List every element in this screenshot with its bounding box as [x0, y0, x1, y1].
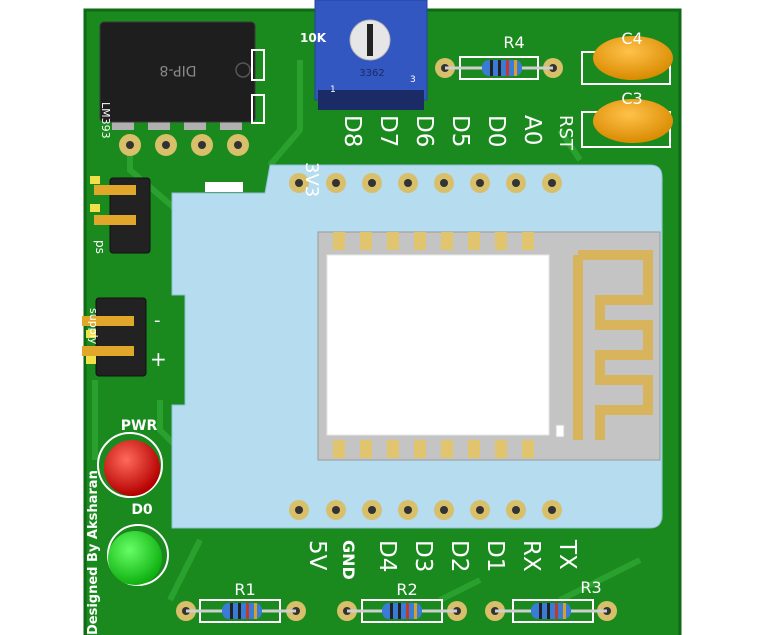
esp-can	[326, 254, 550, 436]
module-top-tab	[205, 182, 243, 192]
esp-pads-top	[333, 232, 534, 250]
antenna-trace	[573, 250, 653, 440]
capacitor-c3	[581, 99, 673, 148]
r4-label: R4	[503, 33, 524, 52]
resistor-r4	[435, 56, 563, 80]
pin-label-top: D8	[339, 115, 365, 147]
r1-label: R1	[234, 580, 255, 599]
pin-label-top: D6	[411, 115, 437, 147]
c3-label: C3	[621, 89, 642, 108]
svg-text:3: 3	[410, 75, 416, 85]
r2-label: R2	[396, 580, 417, 599]
pin-label-bottom: GND	[339, 540, 358, 580]
pin-labels-top: 3V3 D8 D7 D6 D5 D0 A0 RST	[301, 115, 576, 197]
header-holes-bottom	[289, 500, 562, 520]
led-pwr	[97, 432, 163, 498]
c4-label: C4	[621, 29, 642, 48]
pin-header-ps	[90, 176, 151, 254]
header-plus-label: +	[150, 347, 167, 371]
pin-label-bottom: D2	[446, 540, 472, 572]
pin-label-top: 3V3	[301, 162, 322, 197]
pin-label-bottom: RX	[518, 540, 544, 572]
pin-label-top: RST	[555, 115, 576, 151]
header-supply-label: supply	[87, 308, 100, 345]
pin-label-top: D7	[375, 115, 401, 147]
capacitor-c4	[581, 36, 673, 85]
r3-label: R3	[580, 578, 601, 597]
pin-label-bottom: 5V	[304, 540, 330, 571]
led-d0	[107, 524, 169, 586]
pin-label-top: D5	[447, 115, 473, 147]
ic-part-label: LM393	[99, 102, 112, 139]
pin-label-bottom: D1	[482, 540, 508, 572]
esp-status-led	[555, 424, 565, 438]
resistor-r2	[337, 599, 467, 623]
pin-label-bottom: D3	[410, 540, 436, 572]
pin-label-top: D0	[483, 115, 509, 147]
ic-lm393	[99, 21, 265, 156]
pin-label-bottom: D4	[374, 540, 400, 572]
header-minus-label: -	[154, 310, 161, 331]
pot-value-label: 10K	[300, 31, 327, 45]
svg-text:1: 1	[330, 85, 336, 95]
header-holes-top	[289, 173, 562, 193]
led-d0-label: D0	[131, 502, 153, 518]
led-pwr-label: PWR	[121, 418, 158, 434]
designer-credit: Designed By Aksharan	[86, 470, 101, 635]
ic-package-label: DIP-8	[159, 62, 196, 78]
pin-header-supply	[82, 297, 147, 377]
resistor-r1	[176, 599, 306, 623]
header-ps-label: ps	[93, 240, 107, 254]
pin-label-bottom: TX	[554, 539, 580, 570]
pin-labels-bottom: 5V GND D4 D3 D2 D1 RX TX	[304, 539, 580, 580]
potentiometer: 1 3	[314, 0, 428, 110]
esp-pads-bottom	[333, 440, 534, 458]
pin-label-top: A0	[519, 115, 545, 145]
pot-marking: 3362	[359, 68, 384, 79]
resistor-r3	[485, 599, 617, 623]
